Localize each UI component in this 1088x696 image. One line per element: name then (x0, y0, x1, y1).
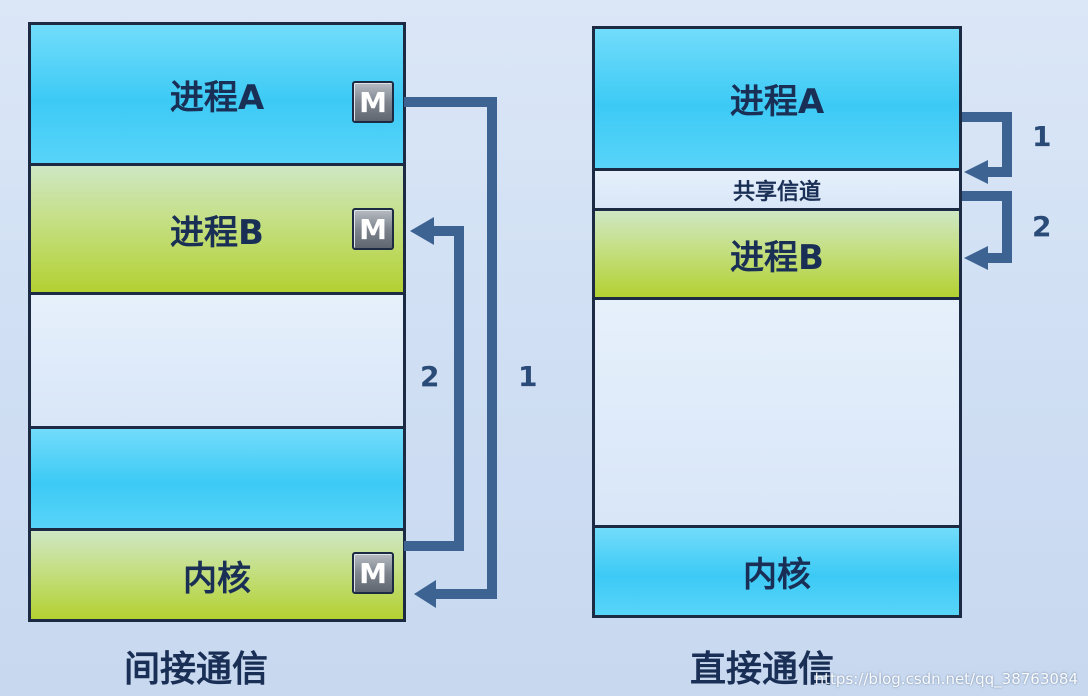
right-arrow-1-path (962, 112, 1012, 177)
mailbox-process-a: M (352, 81, 394, 123)
direct-caption: 直接通信 (690, 649, 835, 690)
process-a-label: 进程A (729, 82, 825, 122)
right-arrow-2-label: 2 (1032, 210, 1052, 243)
right-arrow-2-path (962, 191, 1012, 263)
indirect-communication-diagram: 进程A 进程B 内核 (28, 22, 406, 622)
process-b-segment: 进程B (31, 166, 403, 295)
arrow-1-head (414, 580, 436, 608)
kernel-label: 内核 (743, 555, 811, 595)
process-a-label: 进程A (169, 77, 265, 118)
watermark-text: https://blog.csdn.net/qq_38763084 (814, 670, 1078, 688)
process-b-label: 进程B (170, 212, 264, 253)
indirect-caption: 间接通信 (124, 649, 269, 690)
shared-channel-segment: 共享信道 (595, 171, 959, 211)
direct-communication-diagram: 进程A 共享信道 进程B 内核 (592, 26, 962, 618)
arrow-1-path (404, 97, 497, 599)
kernel-segment: 内核 (595, 528, 959, 615)
kernel-label: 内核 (183, 558, 251, 599)
empty-memory-segment (595, 300, 959, 528)
arrow-2-path (404, 226, 464, 551)
left-arrow-2-label: 2 (420, 360, 440, 393)
process-b-label: 进程B (730, 237, 824, 278)
arrow-2-head (410, 217, 434, 245)
mailbox-process-b: M (352, 208, 394, 250)
process-b-segment: 进程B (595, 211, 959, 300)
blank-cyan-segment (31, 429, 403, 531)
shared-channel-label: 共享信道 (732, 179, 821, 205)
right-arrow-2-head (964, 246, 988, 270)
mailbox-kernel: M (352, 552, 394, 594)
right-arrow-1-head (964, 160, 988, 184)
process-a-segment: 进程A (595, 29, 959, 171)
right-arrow-1-label: 1 (1032, 120, 1052, 153)
empty-memory-segment (31, 295, 403, 429)
left-arrow-1-label: 1 (518, 360, 538, 393)
kernel-segment: 内核 (31, 531, 403, 619)
process-a-segment: 进程A (31, 25, 403, 166)
